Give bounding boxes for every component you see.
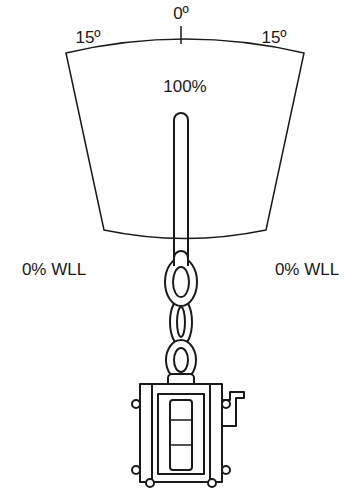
bolt xyxy=(208,479,216,487)
rod-end xyxy=(174,251,188,266)
chain-ring-hole xyxy=(173,267,189,297)
side-plate xyxy=(140,384,152,482)
top-link-rod xyxy=(174,113,188,269)
bolt xyxy=(222,466,230,474)
wll-label: 0% WLL xyxy=(22,261,86,280)
load-angle-sector: 100% xyxy=(60,35,310,250)
sector-outline xyxy=(60,35,310,250)
side-plate xyxy=(210,384,222,482)
wll-label: 0% WLL xyxy=(275,261,339,280)
angle-label: 15º xyxy=(261,29,286,48)
zero-degree-tick xyxy=(180,26,182,44)
clamp-body xyxy=(140,384,222,482)
bolt xyxy=(222,400,230,408)
inner-plate xyxy=(158,394,204,474)
angle-label: 0º xyxy=(173,5,189,24)
angle-label: 15º xyxy=(75,29,100,48)
bolt xyxy=(132,400,140,408)
chain-link-hole xyxy=(177,307,185,337)
bolt xyxy=(132,466,140,474)
percent-label: 100% xyxy=(60,77,310,97)
bolt xyxy=(146,479,154,487)
sector-outline-path xyxy=(66,39,304,239)
chain-link-hole xyxy=(174,348,188,372)
cam-slot xyxy=(170,400,192,470)
